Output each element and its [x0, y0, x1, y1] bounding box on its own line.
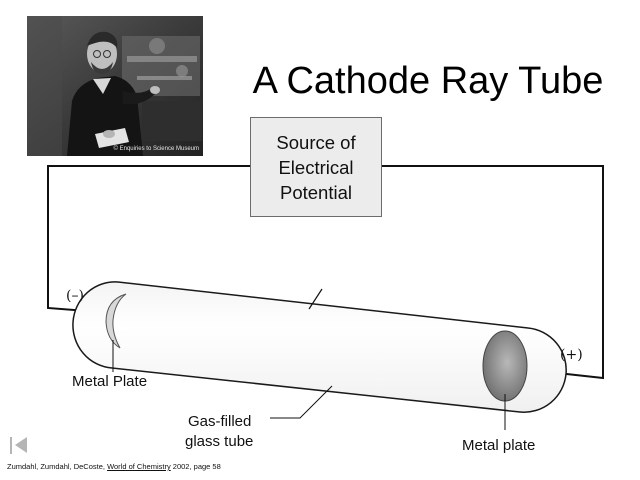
cathode-plate-label: Metal Plate: [72, 373, 148, 390]
citation-book-title: World of Chemistry: [107, 462, 171, 471]
negative-terminal-label: (–): [66, 288, 84, 304]
tube-tick-mark: [308, 288, 323, 310]
previous-slide-icon: [10, 436, 12, 454]
circuit-wire-left: [47, 165, 250, 313]
source-box-line: Potential: [280, 181, 352, 203]
previous-slide-arrow-icon: [15, 437, 27, 453]
glass-tube: [72, 281, 567, 413]
scientist-photo: © Enquiries to Science Museum: [27, 16, 203, 156]
citation-authors: Zumdahl, Zumdahl, DeCoste,: [7, 462, 105, 471]
source-box-line: Source of: [276, 131, 356, 153]
tube-leader-line: [270, 385, 333, 419]
citation-details: 2002, page 58: [172, 462, 221, 471]
source-box-line: Electrical: [278, 156, 354, 178]
tube-label-line2: glass tube: [185, 433, 254, 450]
photo-credit: © Enquiries to Science Museum: [113, 146, 199, 152]
previous-slide-button[interactable]: [10, 436, 32, 454]
cathode-plate: [105, 293, 127, 349]
tube-label-line1: Gas-filled: [188, 413, 252, 430]
anode-plate: [482, 330, 528, 402]
positive-terminal-label: (+): [560, 347, 583, 363]
anode-plate-label: Metal plate: [462, 437, 536, 454]
electrical-potential-source: Source of Electrical Potential: [250, 117, 382, 217]
slide-title: A Cathode Ray Tube: [252, 60, 604, 102]
citation: Zumdahl, Zumdahl, DeCoste, World of Chem…: [7, 462, 221, 471]
